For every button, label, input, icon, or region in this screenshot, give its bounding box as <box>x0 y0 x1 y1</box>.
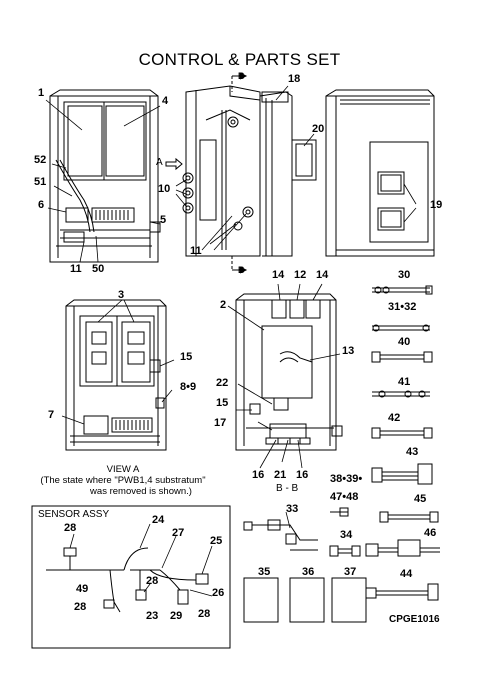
ribbon-cables <box>243 577 367 623</box>
callout-34: 34 <box>340 529 353 541</box>
callout-50: 50 <box>92 263 105 275</box>
callout-11-left: 11 <box>70 263 82 275</box>
callout-30: 30 <box>398 269 411 281</box>
callout-15-center: 15 <box>216 397 229 409</box>
callout-35: 35 <box>258 566 271 578</box>
callout-47-48: 47•48 <box>330 491 359 503</box>
view-a-caption: VIEW A (The state where "PWB1,4 substrat… <box>8 464 238 497</box>
callout-21: 21 <box>274 469 287 481</box>
callout-46: 46 <box>424 527 437 539</box>
section-b-top: B <box>238 71 245 81</box>
page-title: CONTROL & PARTS SET <box>138 50 341 69</box>
callout-28-sensor-a: 28 <box>64 522 77 534</box>
callout-40: 40 <box>398 336 411 348</box>
callout-20: 20 <box>312 123 325 135</box>
callout-4: 4 <box>162 95 169 107</box>
callout-16-right: 16 <box>296 469 309 481</box>
harness-drawings <box>243 285 440 623</box>
callout-18: 18 <box>288 73 301 85</box>
callout-49: 49 <box>76 583 89 595</box>
callout-22: 22 <box>216 377 229 389</box>
callout-38-39: 38•39• <box>330 473 363 485</box>
callout-51: 51 <box>34 176 47 188</box>
view-a-drawing <box>65 299 167 451</box>
rear-cabinet-drawing <box>325 89 435 257</box>
callout-42: 42 <box>388 412 401 424</box>
callout-43: 43 <box>406 446 419 458</box>
callout-5: 5 <box>160 214 167 226</box>
callout-28-sensor-c: 28 <box>74 601 87 613</box>
view-a-caption-line-1: VIEW A <box>106 464 140 475</box>
callout-3: 3 <box>118 289 125 301</box>
callout-37: 37 <box>344 566 357 578</box>
callout-24: 24 <box>152 514 165 526</box>
callout-31-32: 31•32 <box>388 301 417 313</box>
callout-19: 19 <box>430 199 443 211</box>
callout-12: 12 <box>294 269 307 281</box>
callout-41: 41 <box>398 376 411 388</box>
callout-2: 2 <box>220 299 227 311</box>
callout-14-left: 14 <box>272 269 285 281</box>
callout-17: 17 <box>214 417 227 429</box>
sensor-assy-drawing <box>31 505 231 649</box>
callout-28-sensor-b: 28 <box>146 575 159 587</box>
callout-28-sensor-d: 28 <box>198 608 211 620</box>
view-a-caption-line-2: (The state where "PWB1,4 substratum" <box>40 475 206 486</box>
side-cabinet-drawing <box>165 72 317 274</box>
view-a-caption-line-3: was removed is shown.) <box>90 486 192 497</box>
callout-13: 13 <box>342 345 355 357</box>
callout-10: 10 <box>158 183 171 195</box>
callout-44: 44 <box>400 568 413 580</box>
callout-15-left: 15 <box>180 351 193 363</box>
callout-6: 6 <box>38 199 45 211</box>
leader-lines <box>45 85 417 597</box>
callout-8-9: 8•9 <box>180 381 197 393</box>
drawing-code: CPGE1016 <box>389 614 440 625</box>
callout-1: 1 <box>38 87 45 99</box>
callout-11-center: 11 <box>190 245 202 257</box>
callout-33: 33 <box>286 503 299 515</box>
view-a-arrow-label: A <box>156 157 163 168</box>
callout-7: 7 <box>48 409 55 421</box>
callout-14-right: 14 <box>316 269 329 281</box>
callout-25: 25 <box>210 535 223 547</box>
control-panel-drawing <box>235 293 343 451</box>
callout-27: 27 <box>172 527 185 539</box>
callout-36: 36 <box>302 566 315 578</box>
section-b-b-label: B - B <box>276 483 299 494</box>
callout-52: 52 <box>34 154 47 166</box>
callout-29: 29 <box>170 610 183 622</box>
callout-26: 26 <box>212 587 225 599</box>
callout-16-left: 16 <box>252 469 265 481</box>
sensor-assy-title: SENSOR ASSY <box>38 509 110 520</box>
callout-23: 23 <box>146 610 159 622</box>
front-cabinet-drawing <box>49 89 161 263</box>
section-b-bottom: B <box>238 265 245 275</box>
callout-45: 45 <box>414 493 427 505</box>
